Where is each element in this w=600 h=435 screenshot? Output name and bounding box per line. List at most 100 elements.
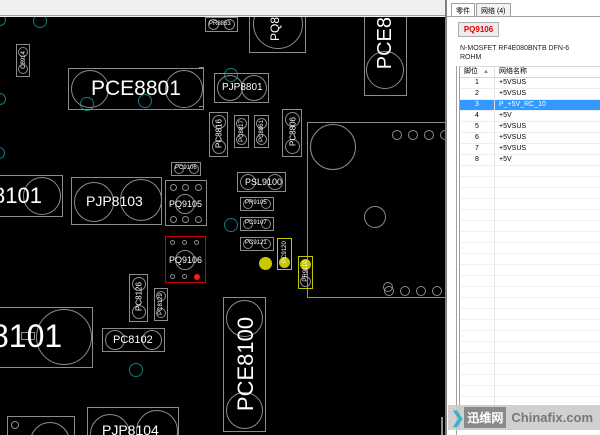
component-pc8126[interactable]: PC8126 [129,274,148,322]
part-name-button[interactable]: PQ9106 [458,22,499,37]
tab-net[interactable]: 网络 (4) [476,3,511,17]
component-label: C8914 [21,51,27,69]
component-pc8861[interactable]: PC8861 [254,115,269,148]
empty-cell [460,177,495,187]
table-row[interactable]: 6+5VSUS [460,133,600,144]
component-pc8817[interactable]: PC8817 [234,115,249,148]
component-c8101[interactable]: 8101 [0,175,63,217]
component-label: PC8816 [214,119,224,148]
table-row[interactable]: 7+5VSUS [460,144,600,155]
net-name: +5VSUS [499,145,527,152]
component-pc8816[interactable]: PC8816 [209,112,228,157]
selected-pin-3[interactable] [194,274,200,280]
panel-divider [456,66,457,435]
component-pc9107[interactable]: PC9107 [240,217,274,231]
component-label: PC8861 [259,120,265,142]
component-pc9121[interactable]: PC9121 [240,237,274,251]
tab-part[interactable]: 零件 [451,3,475,17]
component-label: PC8129 [158,293,164,315]
component-pq9106-selected[interactable]: PQ9106 [165,236,206,283]
net-name: +5V [499,156,512,163]
component-inductor-block[interactable] [307,122,445,298]
net-name: +5VSUS [499,79,527,86]
component-label: PCE8 [374,17,396,70]
empty-cell [495,243,600,253]
empty-cell [495,298,600,308]
empty-cell [460,364,495,374]
empty-table-row [460,386,600,397]
component-pce8100[interactable]: PCE8100 [223,297,266,432]
component-label: PR9105 [245,200,267,206]
pin-number: 1 [460,78,495,88]
table-row[interactable]: 8+5V [460,155,600,166]
empty-cell [495,188,600,198]
table-row[interactable]: 3 P_+5V_RC_10 [460,100,600,111]
component-label: PCE8801 [91,77,181,100]
component-pr9105[interactable]: PR9105 [240,197,274,211]
empty-table-row [460,199,600,210]
net-name: +5VSUS [499,90,527,97]
empty-table-row [460,353,600,364]
component-pc9106[interactable]: PC9106 [171,162,201,176]
empty-cell [460,221,495,231]
component-pjp8801[interactable]: PJP8801 [214,73,269,103]
empty-cell [495,265,600,275]
column-header-pin[interactable]: 脚位 ▲ [460,67,495,77]
net-name: +5VSUS [499,134,527,141]
empty-cell [460,331,495,341]
component-c8914[interactable]: C8914 [16,44,30,77]
component-pc8129[interactable]: PC8129 [154,288,168,321]
table-header: 脚位 ▲ 网络名称 [460,67,600,78]
empty-cell [460,232,495,242]
empty-cell [495,210,600,220]
empty-cell [495,364,600,374]
component-pjp8103[interactable]: PJP8103 [71,177,162,225]
component-label: PQ8 [268,17,282,42]
pcb-board-view[interactable]: C8914 PR8853 PQ8 PCE8 PCE8801 PJP8801 PC… [0,17,445,435]
component-label: PJP8801 [222,82,263,93]
empty-cell [460,210,495,220]
component-pc8806[interactable]: PC8806 [282,109,302,157]
watermark-arrow-icon: ❯ [451,409,465,427]
table-row[interactable]: 4+5V [460,111,600,122]
component-pc9120[interactable]: PC9120 [277,238,292,270]
empty-cell [460,353,495,363]
component-label: PR8853 [209,21,231,27]
empty-table-row [460,243,600,254]
component-pr8853[interactable]: PR8853 [205,17,238,32]
column-header-net[interactable]: 网络名称 [499,68,527,75]
board-component-partial [7,416,75,435]
empty-cell [460,386,495,396]
empty-cell [460,287,495,297]
net-name: P_+5V_RC_10 [499,101,546,108]
table-row[interactable]: 1 +5VSUS [460,78,600,89]
pin-number: 3 [460,100,495,110]
component-pjp8104[interactable]: PJP8104 [87,407,179,435]
component-pr9110[interactable]: PR9110 [298,256,313,289]
empty-table-row [460,375,600,386]
via [0,147,5,159]
component-label: PSL9100 [245,177,283,187]
part-description: N-MOSFET RF4E080BNTB DFN-6 ROHM [460,44,569,62]
component-pc8102[interactable]: PC8102 [102,328,165,352]
via [224,218,238,232]
empty-cell [495,276,600,286]
component-label: PQ9106 [169,255,203,265]
net-highlight-via[interactable] [259,257,272,270]
component-label: PC8126 [134,282,144,311]
component-pq9105[interactable]: PQ9105 [165,180,207,226]
net-name: +5V [499,112,512,119]
empty-cell [460,166,495,176]
component-pce8801[interactable]: PCE8801 [68,68,204,110]
empty-table-row [460,364,600,375]
component-label: PQ9105 [169,199,203,209]
table-row[interactable]: 5+5VSUS [460,122,600,133]
component-c8101-large[interactable]: 8101 [0,307,93,368]
component-pce8[interactable]: PCE8 [364,17,407,96]
empty-table-row [460,177,600,188]
component-psl9100[interactable]: PSL9100 [237,172,286,192]
empty-cell [460,265,495,275]
component-pq8[interactable]: PQ8 [249,17,306,53]
table-row[interactable]: 2+5VSUS [460,89,600,100]
empty-table-row [460,342,600,353]
